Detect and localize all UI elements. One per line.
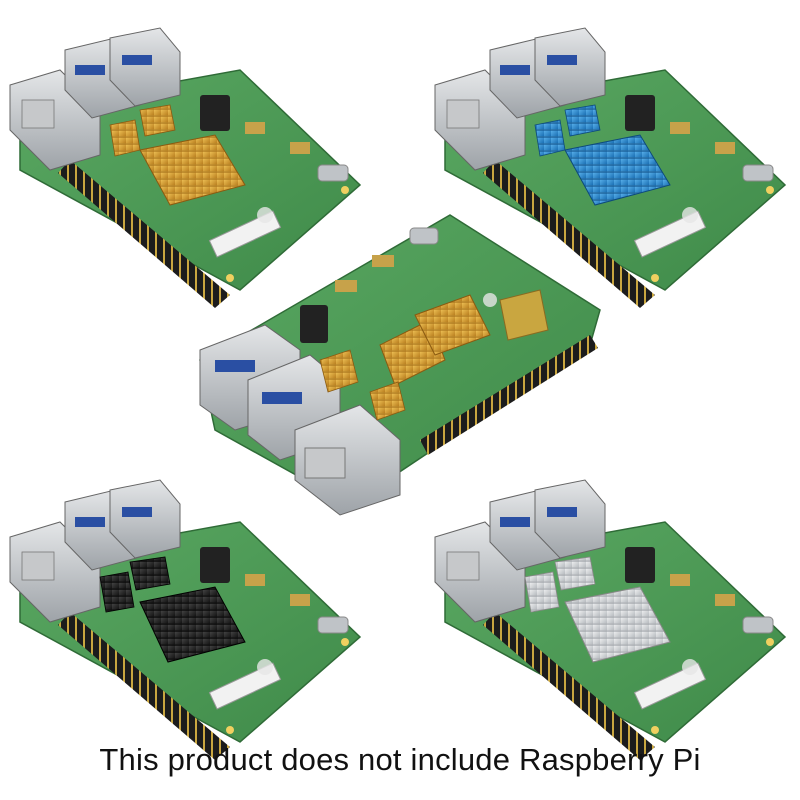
- heatsink-blue-large: [564, 134, 671, 206]
- board-bottom-left: [9, 479, 361, 761]
- board-top-left: [9, 27, 361, 309]
- board-center: [199, 214, 601, 516]
- product-disclaimer: This product does not include Raspberry …: [99, 742, 701, 777]
- heatsink-black-small: [99, 556, 171, 613]
- heatsink-gold-large: [139, 134, 246, 206]
- board-top-right: [434, 27, 786, 309]
- heatsink-gold-large: [379, 294, 491, 386]
- heatsink-silver-small: [524, 556, 596, 613]
- heatsink-black-large: [139, 586, 246, 663]
- heatsink-blue-small: [534, 104, 601, 157]
- gpio-header: [420, 335, 598, 455]
- board-bottom-right: [434, 479, 786, 761]
- heatsink-gold-small: [319, 349, 406, 421]
- heatsink-silver-large: [564, 586, 671, 663]
